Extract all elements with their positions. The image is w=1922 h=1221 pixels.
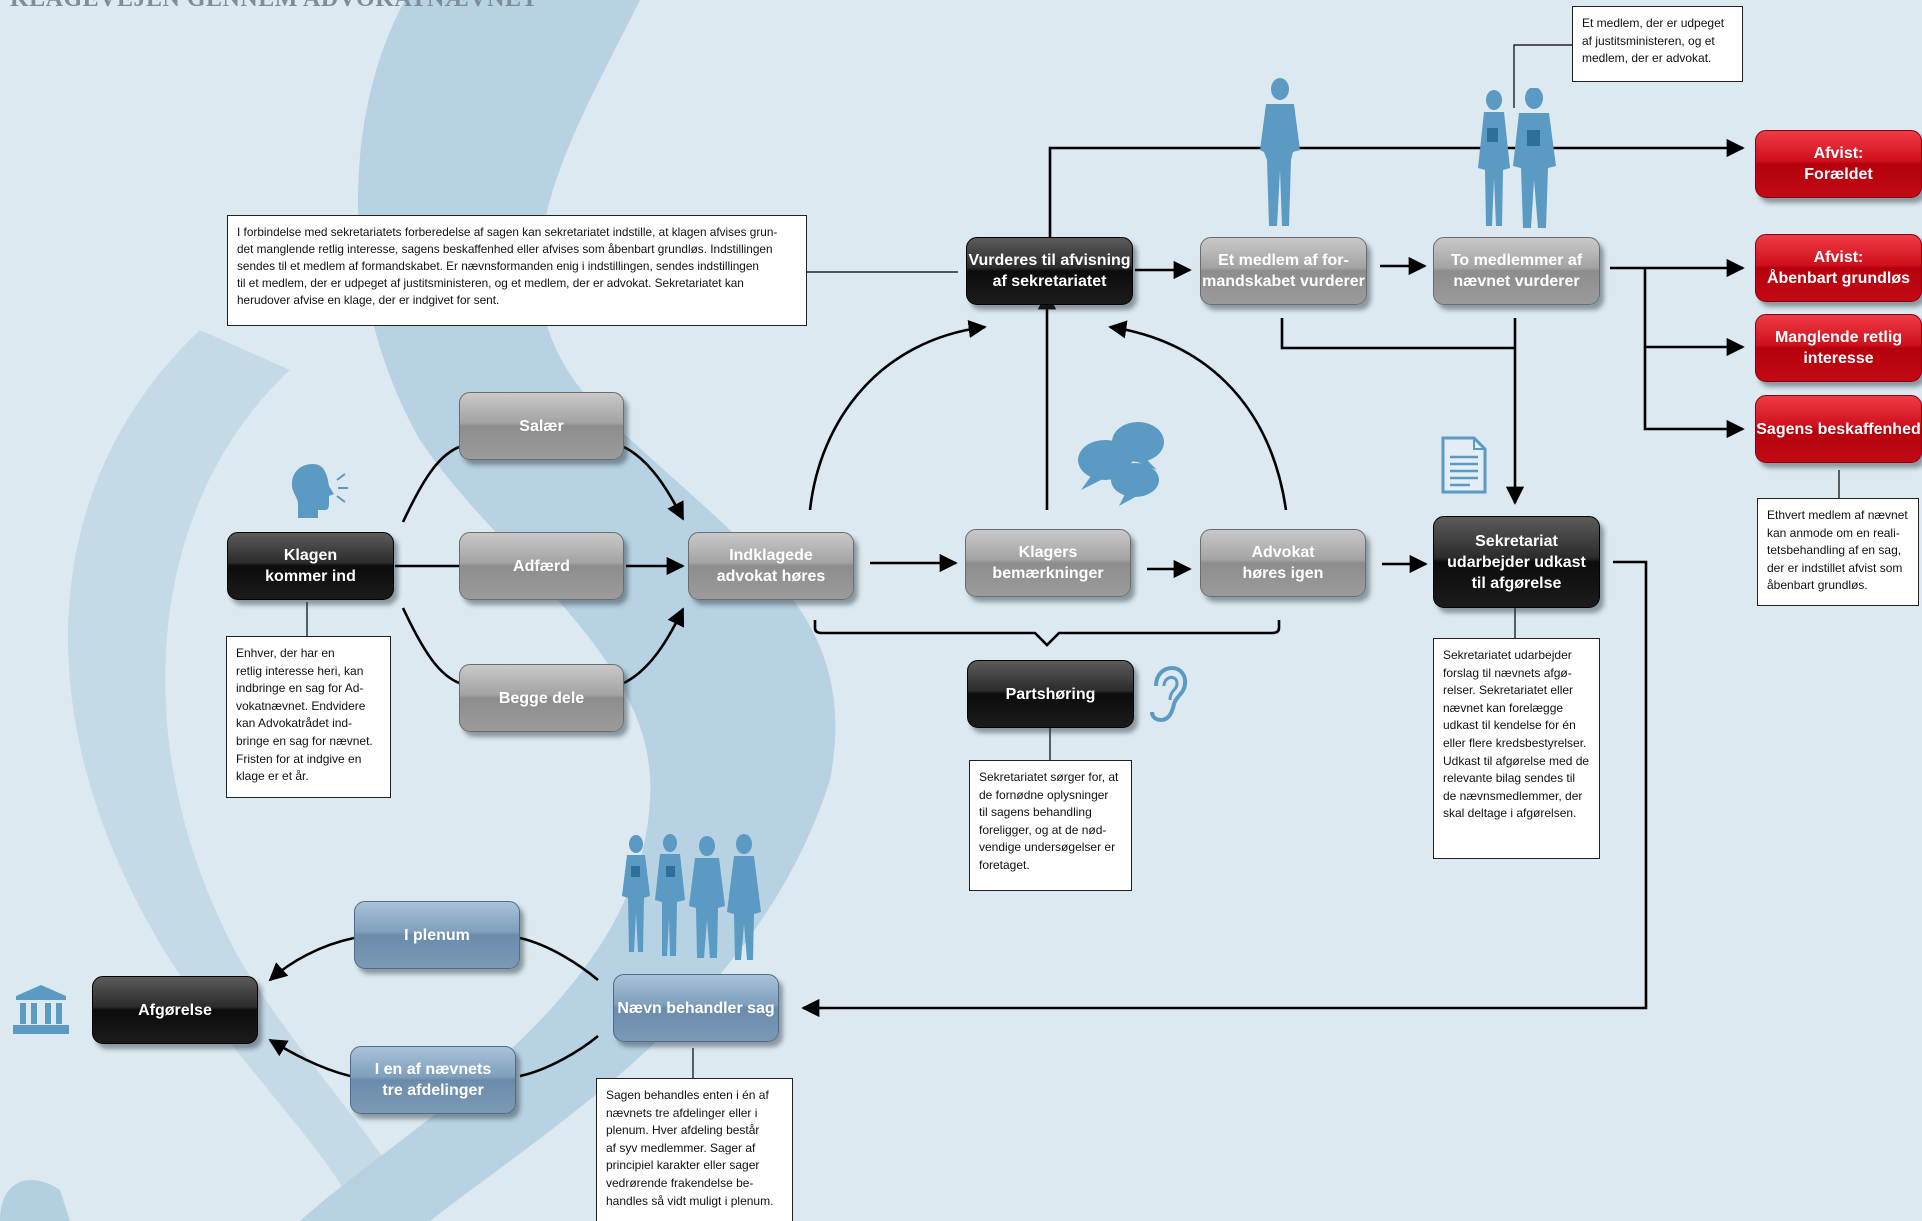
node-advokat-hoeres-igen[interactable]: Advokat høres igen — [1200, 529, 1366, 597]
node-vurderes-til-afvisning[interactable]: Vurderes til afvisning af sekretariatet — [966, 237, 1133, 305]
group-of-people-icon — [622, 834, 761, 960]
node-salaer[interactable]: Salær — [459, 392, 624, 460]
node-afgoerelse[interactable]: Afgørelse — [92, 976, 258, 1044]
node-afvist-foraeldet[interactable]: Afvist: Forældet — [1755, 130, 1922, 198]
node-sekretariat-udkast[interactable]: Sekretariat udarbejder udkast til afgøre… — [1433, 516, 1600, 608]
page-title: KLAGEVEJEN GENNEM ADVOKATNÆVNET — [10, 0, 538, 13]
node-indklagede-advokat[interactable]: Indklagede advokat høres — [688, 532, 854, 600]
node-i-plenum[interactable]: I plenum — [354, 901, 520, 969]
two-people-icon — [1478, 88, 1556, 228]
document-icon — [1441, 436, 1487, 494]
node-afvist-grundloes[interactable]: Afvist: Åbenbart grundløs — [1755, 234, 1922, 302]
node-i-en-af-afdelinger[interactable]: I en af nævnets tre afdelinger — [350, 1046, 516, 1114]
node-partshoering[interactable]: Partshøring — [967, 660, 1134, 728]
courthouse-icon — [13, 985, 69, 1034]
speech-bubbles-icon — [1078, 422, 1164, 506]
speaking-person-icon — [291, 464, 348, 518]
note-vurderes: I forbindelse med sekretariatets forbere… — [227, 215, 807, 326]
standing-man-icon — [1260, 78, 1300, 226]
node-begge-dele[interactable]: Begge dele — [459, 664, 624, 732]
node-naevn-behandler-sag[interactable]: Nævn behandler sag — [613, 974, 779, 1042]
note-medlem: Et medlem, der er udpeget af justitsmini… — [1572, 6, 1743, 82]
note-partshoering: Sekretariatet sørger for, at de fornødne… — [969, 760, 1132, 891]
node-manglende-retlig-interesse[interactable]: Manglende retlig interesse — [1755, 314, 1922, 382]
node-klagen-kommer-ind[interactable]: Klagen kommer ind — [227, 532, 394, 600]
note-klagen: Enhver, der har en retlig interesse heri… — [226, 636, 391, 798]
node-adfaerd[interactable]: Adfærd — [459, 532, 624, 600]
node-klagers-bemaerkninger[interactable]: Klagers bemærkninger — [965, 529, 1131, 597]
node-sagens-beskaffenhed[interactable]: Sagens beskaffenhed — [1755, 395, 1922, 463]
note-afvist: Ethvert medlem af nævnet kan anmode om e… — [1757, 498, 1919, 606]
note-naevn: Sagen behandles enten i én af nævnets tr… — [596, 1078, 793, 1221]
node-et-medlem-formandskabet[interactable]: Et medlem af for- mandskabet vurderer — [1200, 237, 1367, 305]
node-to-medlemmer[interactable]: To medlemmer af nævnet vurderer — [1433, 237, 1600, 305]
note-sekretariat: Sekretariatet udarbejder forslag til næv… — [1433, 638, 1600, 859]
ear-icon — [1150, 665, 1188, 723]
